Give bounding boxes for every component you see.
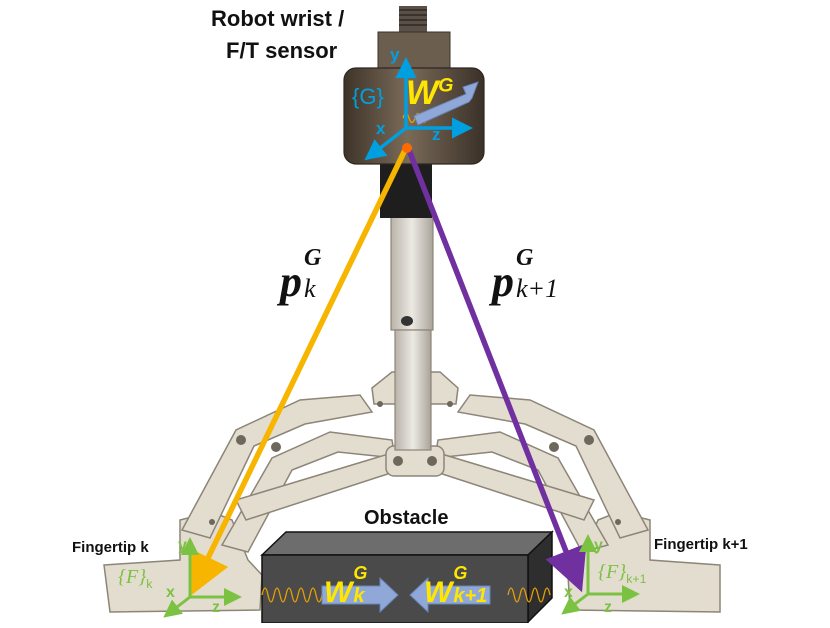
- contact-wrench-left-base: W: [324, 576, 353, 609]
- vector-p-k1-sup: G: [516, 245, 534, 271]
- fingertip-left-axis-z: z: [212, 599, 220, 616]
- central-rod: [380, 160, 434, 451]
- fingertip-right-label: Fingertip k+1: [654, 536, 748, 553]
- wrist-frame-label: {G}: [352, 84, 384, 109]
- fingertip-left-axis-y: y: [178, 537, 187, 554]
- fingertip-left-frame-label: {F}k: [118, 567, 152, 590]
- fingertip-left-frame-sub: k: [146, 577, 153, 591]
- fingertip-frame-axes-right: [561, 534, 640, 615]
- wrist-origin-dot: [402, 143, 412, 153]
- vector-p-k-sub: k: [304, 274, 316, 303]
- fingertip-right-frame-base: {F}: [598, 561, 627, 583]
- contact-wrench-right-base: W: [424, 576, 453, 609]
- wrist-wrench-sup: G: [438, 74, 454, 97]
- vector-p-k1-sub: k+1: [516, 274, 559, 303]
- fingertip-frame-axes-left: [163, 537, 242, 618]
- obstacle-label: Obstacle: [364, 507, 449, 529]
- fingertip-right-axis-y: y: [594, 537, 603, 554]
- vector-p-k: [188, 148, 408, 597]
- fingertip-left-label: Fingertip k: [72, 539, 149, 556]
- wrist-wrench-base: W: [406, 74, 439, 112]
- wrist-axis-z-label: z: [432, 125, 441, 144]
- fingertip-left-frame-base: {F}: [118, 566, 147, 588]
- fingertip-right-axis-x: x: [564, 584, 573, 601]
- contact-wrench-right-sub: k+1: [453, 585, 488, 607]
- fingertip-left-axis-x: x: [166, 584, 175, 601]
- fingertip-right-frame-sub: k+1: [626, 572, 647, 586]
- fingertip-right-axis-z: z: [604, 599, 612, 616]
- contact-wrench-arrow-left: [321, 576, 399, 614]
- fingertip-right-frame-label: {F}k+1: [598, 562, 647, 585]
- obstacle-block: [260, 530, 554, 624]
- wrist-axis-y-label: y: [390, 45, 400, 64]
- contact-wrench-arrow-right: [409, 576, 491, 614]
- vector-p-k1-base: p: [492, 257, 514, 306]
- vector-p-k-sup: G: [304, 245, 322, 271]
- vector-p-k-base: p: [280, 257, 302, 306]
- wrist-wrench-label: WG: [406, 76, 453, 110]
- wrist-axis-x-label: x: [376, 119, 386, 138]
- wrist-wrench-arrow: [413, 81, 479, 126]
- linkage-pins: [209, 401, 621, 525]
- vector-p-k1: [406, 148, 587, 593]
- contact-wrench-left-sup: G: [353, 563, 368, 583]
- wrist-label-line1: Robot wrist /: [211, 6, 345, 31]
- contact-wrench-right-sup: G: [453, 563, 468, 583]
- contact-wrench-left-sub: k: [353, 585, 365, 607]
- wrist-label-line2: F/T sensor: [226, 38, 338, 63]
- wrist-frame-axes: [364, 57, 473, 161]
